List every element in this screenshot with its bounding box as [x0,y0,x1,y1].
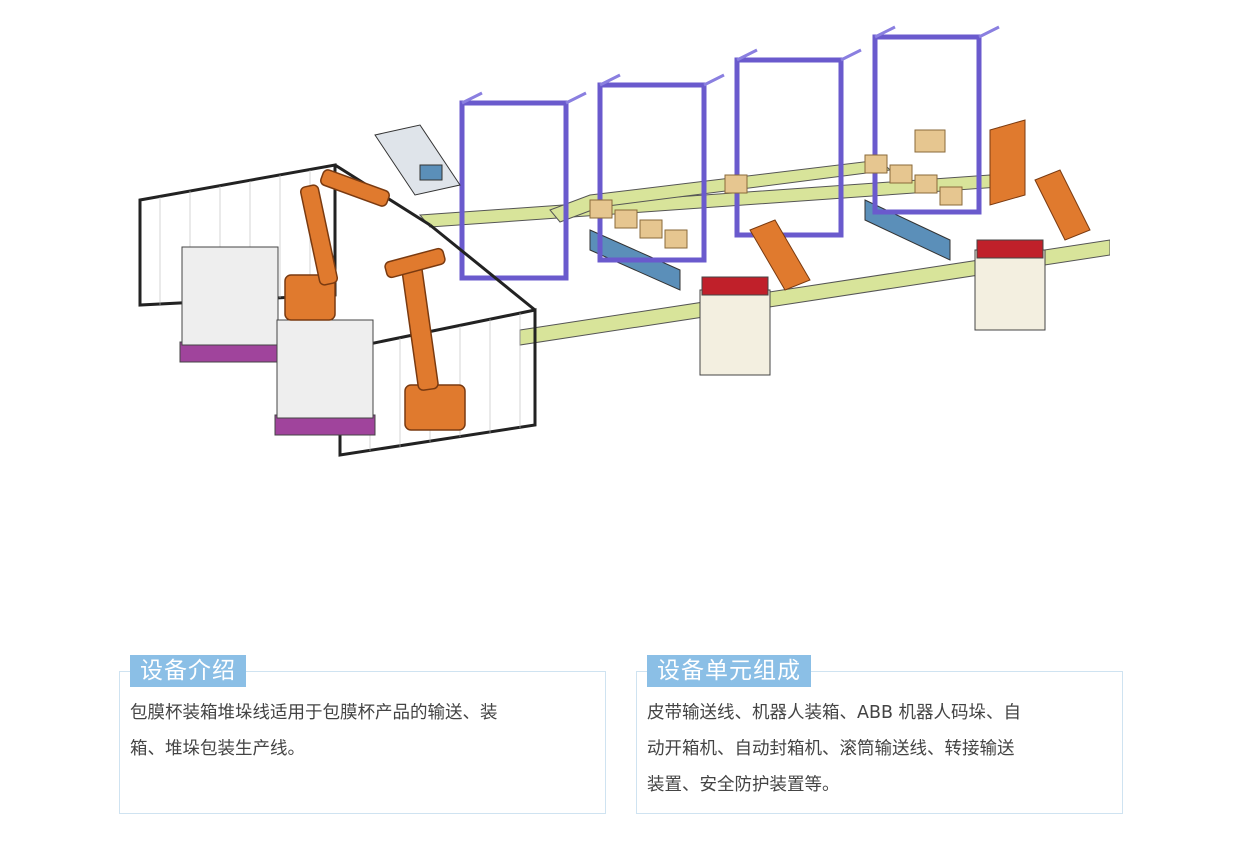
equipment-intro-card: 设备介绍 包膜杯装箱堆垛线适用于包膜杯产品的输送、装 箱、堆垛包装生产线。 [119,655,606,814]
robot-arms [284,169,466,431]
units-line-2: 动开箱机、自动封箱机、滚筒输送线、转接输送 [647,739,1015,759]
equipment-intro-title: 设备介绍 [130,655,246,687]
gantry-frame-backs [461,25,1000,105]
gantry-frames [459,34,982,281]
entrance-feeder [374,124,461,196]
equipment-units-title: 设备单元组成 [647,655,811,687]
intro-line-1: 包膜杯装箱堆垛线适用于包膜杯产品的输送、装 [130,703,498,723]
intro-line-2: 箱、堆垛包装生产线。 [130,739,305,759]
units-line-1: 皮带输送线、机器人装箱、ABB 机器人码垛、自 [647,703,1022,723]
equipment-units-text: 皮带输送线、机器人装箱、ABB 机器人码垛、自 动开箱机、自动封箱机、滚筒输送线… [647,695,1112,803]
equipment-units-card: 设备单元组成 皮带输送线、机器人装箱、ABB 机器人码垛、自 动开箱机、自动封箱… [636,655,1123,814]
equipment-intro-text: 包膜杯装箱堆垛线适用于包膜杯产品的输送、装 箱、堆垛包装生产线。 [130,695,595,767]
pallets [179,246,376,436]
production-line-illustration [138,25,1110,457]
carton-machines [699,239,1046,376]
units-line-3: 装置、安全防护装置等。 [647,775,840,795]
orange-chutes [749,119,1091,291]
